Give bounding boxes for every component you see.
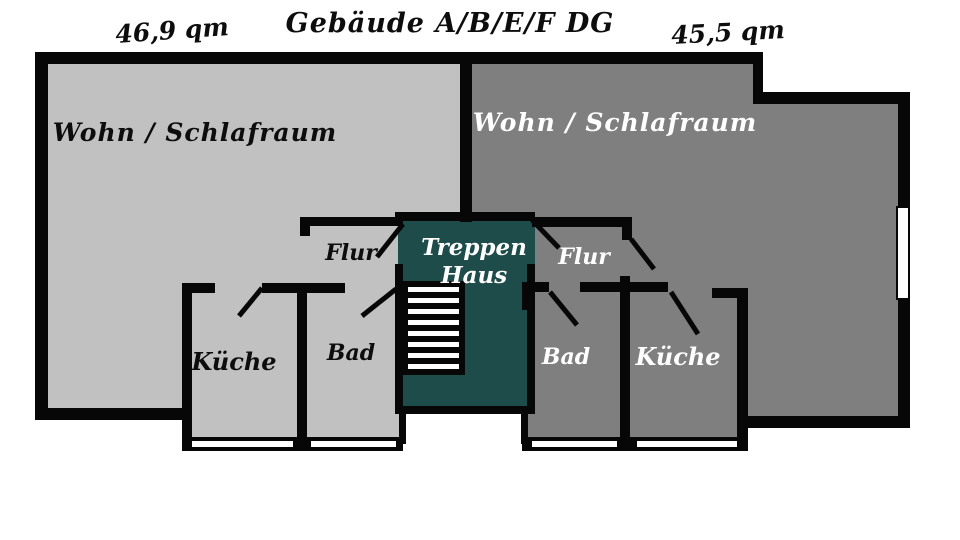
wall [898, 92, 910, 210]
wall [395, 264, 403, 414]
wall [182, 283, 192, 451]
wall [300, 217, 310, 236]
room-label-right-living: Wohn / Schlafraum [472, 108, 758, 137]
wall [300, 217, 403, 226]
wall [753, 52, 763, 104]
wall [522, 437, 748, 451]
door-swing [668, 290, 701, 336]
stairwell-entrance [403, 414, 523, 448]
wall [399, 414, 406, 444]
door-swing [548, 290, 579, 327]
apartment-right-area-east [758, 100, 898, 418]
room-label-left-hall: Flur [325, 240, 377, 266]
room-label-right-bath: Bad [541, 344, 591, 370]
room-label-left-kitchen: Küche [191, 347, 277, 376]
wall [532, 217, 632, 227]
wall [182, 283, 215, 293]
window [532, 441, 617, 447]
wall [622, 217, 632, 240]
door-swing [360, 287, 398, 318]
wall [35, 52, 763, 64]
wall [898, 298, 910, 428]
stair-step [408, 331, 459, 336]
stairwell-label-line2: Haus [440, 261, 508, 289]
wall [35, 408, 192, 420]
wall [297, 283, 307, 451]
area-label-right: 45,5 qm [670, 15, 786, 50]
apartment-right-rooms-area [522, 283, 748, 443]
window [896, 206, 910, 300]
wall [712, 288, 748, 298]
stair-step [408, 342, 459, 347]
door-swing [237, 286, 264, 318]
plan-title: Gebäude A/B/E/F DG [285, 8, 615, 39]
wall [521, 414, 528, 444]
room-label-right-kitchen: Küche [635, 342, 721, 371]
stair-step [408, 287, 459, 292]
wall [35, 52, 48, 420]
stair-step [408, 353, 459, 358]
stairwell-label: Treppen Haus [421, 234, 527, 289]
window [192, 441, 293, 447]
window [637, 441, 737, 447]
wall [620, 276, 630, 443]
wall [522, 282, 549, 292]
stairwell-label-line1: Treppen [421, 234, 527, 261]
door-swing [530, 218, 561, 250]
stairs [402, 281, 465, 375]
room-label-right-hall: Flur [558, 244, 610, 270]
wall [740, 416, 910, 428]
stair-step [408, 320, 459, 325]
window [311, 441, 396, 447]
wall [395, 212, 535, 221]
wall [737, 290, 748, 443]
wall [753, 92, 910, 104]
stair-step [408, 309, 459, 314]
apartment-left-rooms-area [190, 283, 400, 443]
door-swing [375, 222, 405, 259]
wall [527, 264, 535, 414]
stair-step [408, 298, 459, 303]
door-swing [629, 237, 656, 271]
room-label-left-bath: Bad [326, 340, 376, 366]
stair-step [408, 364, 459, 369]
wall [460, 52, 472, 222]
wall [395, 406, 535, 414]
room-label-left-living: Wohn / Schlafraum [52, 118, 338, 147]
